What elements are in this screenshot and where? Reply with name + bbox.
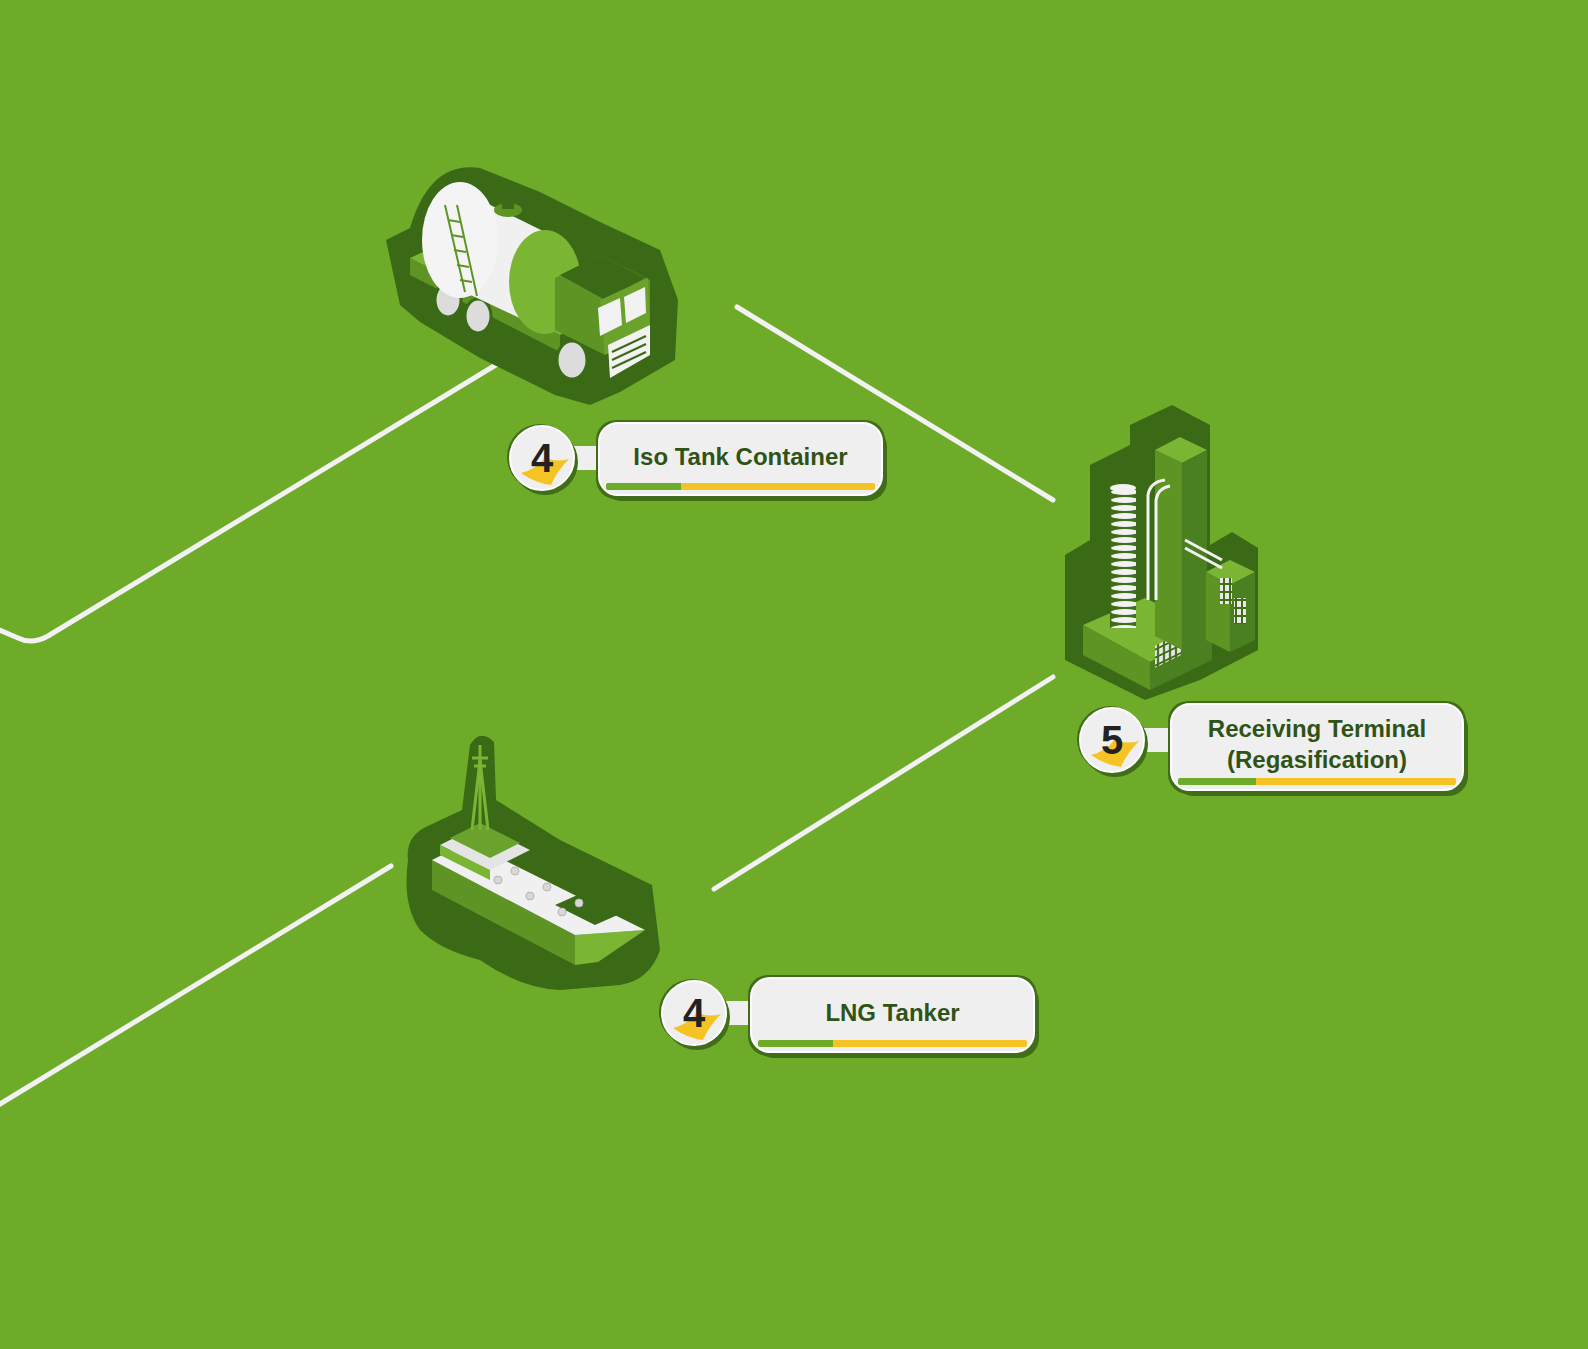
flow-connector [714,677,1053,889]
progress-bar [606,483,875,490]
flow-line [0,866,391,1107]
label-box: Receiving Terminal (Regasification) [1170,703,1464,791]
node-label: Iso Tank Container [633,441,847,472]
lng-ship [407,736,661,990]
progress-bar [1178,778,1456,785]
callout-badge: 5 [1079,707,1145,773]
callout-number: 4 [663,982,725,1044]
tank-truck [386,167,678,405]
progress-bar [758,1040,1027,1047]
callout-badge: 4 [509,425,575,491]
flow-node: Iso Tank Container4 [385,160,737,510]
flow-line [0,363,499,1107]
node-label: LNG Tanker [825,997,959,1028]
regasification-terminal [1065,405,1258,700]
callout-number: 5 [1081,709,1143,771]
callout-badge: 4 [661,980,727,1046]
flow-node: LNG Tanker4 [400,725,714,1065]
callout-number: 4 [511,427,573,489]
label-box: Iso Tank Container [598,422,883,496]
label-box: LNG Tanker [750,977,1035,1053]
flow-node: Receiving Terminal (Regasification) 5 [1053,405,1473,805]
node-label: Receiving Terminal (Regasification) [1192,713,1442,775]
flow-line [0,363,499,641]
